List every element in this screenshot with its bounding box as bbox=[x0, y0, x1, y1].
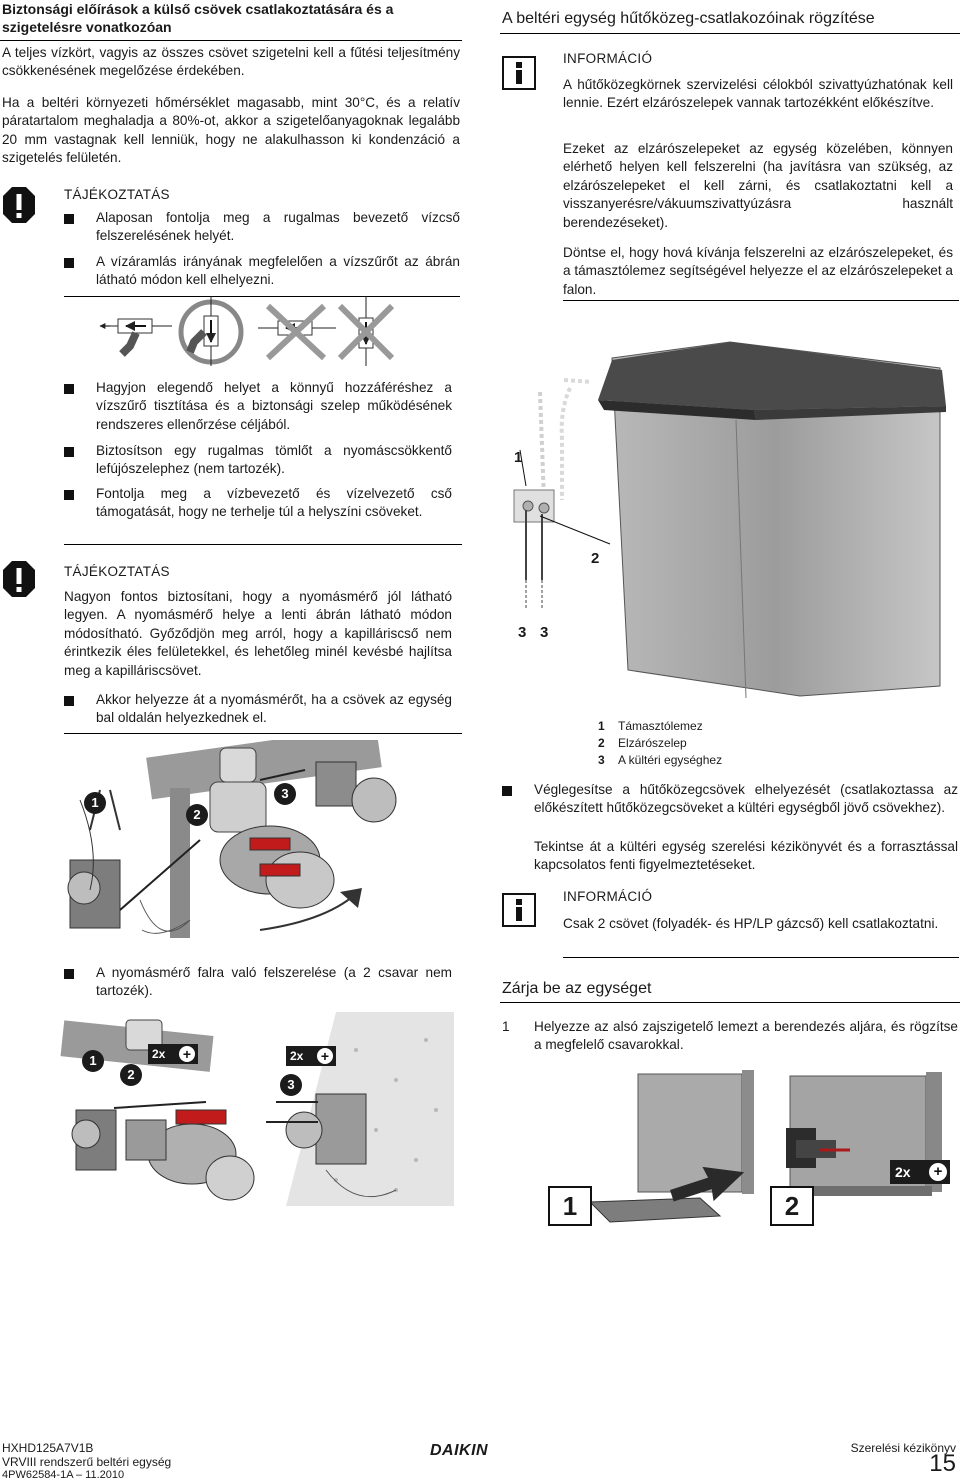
brand-logo: DAIKIN bbox=[430, 1442, 489, 1459]
step-badge: 2 bbox=[770, 1186, 814, 1226]
section-heading-safety: Biztonsági előírások a külső csövek csat… bbox=[2, 1, 394, 36]
step-callout: 2 bbox=[120, 1064, 142, 1086]
step-number: 1 bbox=[502, 1019, 510, 1034]
unit-callout: 1 bbox=[514, 449, 523, 466]
legend-label: A kültéri egységhez bbox=[618, 753, 723, 767]
quantity-badge: 2x + bbox=[286, 1046, 336, 1066]
legend-item: 1 Támasztólemez bbox=[598, 718, 703, 734]
bullet-marker bbox=[64, 447, 74, 457]
bullet-rule bbox=[64, 544, 462, 545]
bullet-text: A nyomásmérő falra való felszerelése (a … bbox=[96, 965, 452, 999]
quantity-badge: 2x + bbox=[890, 1160, 950, 1184]
bullet-marker bbox=[64, 696, 74, 706]
notice-title: TÁJÉKOZTATÁS bbox=[64, 187, 170, 202]
info-rule bbox=[563, 957, 959, 958]
section-heading-close-unit: Zárja be az egységet bbox=[502, 980, 652, 997]
info-icon bbox=[502, 893, 536, 927]
quantity-badge: 2x + bbox=[148, 1044, 198, 1064]
heading-rule bbox=[0, 40, 462, 41]
unit-callout: 3 bbox=[540, 624, 549, 641]
bullet-marker bbox=[64, 214, 74, 224]
footer-doc-number: 4PW62584-1A – 11.2010 bbox=[2, 1469, 125, 1480]
section-heading-refrigerant: A beltéri egység hűtőközeg-csatlakozóina… bbox=[502, 10, 875, 27]
filter-orientation-figure bbox=[99, 296, 395, 366]
gauge-relocation-figure bbox=[67, 740, 397, 938]
gauge-wall-mount-figure bbox=[60, 1012, 454, 1206]
indoor-unit-figure bbox=[513, 341, 946, 699]
info-text: Csak 2 csövet (folyadék- és HP/LP gázcső… bbox=[563, 916, 939, 931]
bullet-marker bbox=[64, 258, 74, 268]
step-callout: 2 bbox=[186, 804, 208, 826]
info-title: INFORMÁCIÓ bbox=[563, 889, 653, 904]
legend-label: Támasztólemez bbox=[618, 719, 703, 733]
bullet-text-continued: Tekintse át a kültéri egység szerelési k… bbox=[534, 839, 958, 873]
heading-rule bbox=[500, 33, 960, 34]
footer-product: VRVIII rendszerű beltéri egység bbox=[2, 1455, 172, 1469]
plus-icon: + bbox=[179, 1046, 195, 1062]
bullet-marker bbox=[64, 384, 74, 394]
step-callout: 3 bbox=[280, 1074, 302, 1096]
notice-rule bbox=[64, 733, 462, 734]
step-badge: 1 bbox=[548, 1186, 592, 1226]
unit-callout: 3 bbox=[518, 624, 527, 641]
notice-rule bbox=[64, 296, 460, 297]
legend-number: 2 bbox=[598, 736, 605, 750]
heading-rule bbox=[500, 1002, 960, 1003]
quantity-label: 2x bbox=[290, 1049, 304, 1063]
notice-item: A vízáramlás irányának megfelelően a víz… bbox=[96, 254, 460, 288]
notice-item: Alaposan fontolja meg a rugalmas bevezet… bbox=[96, 210, 460, 244]
bullet-text: Véglegesítse a hűtőközegcsövek elhelyezé… bbox=[534, 782, 958, 816]
bullet-marker bbox=[502, 786, 512, 796]
notice-bullet: Akkor helyezze át a nyomásmérőt, ha a cs… bbox=[96, 692, 452, 726]
info-title: INFORMÁCIÓ bbox=[563, 51, 653, 66]
quantity-label: 2x bbox=[152, 1047, 166, 1061]
info-rule bbox=[563, 300, 959, 301]
page-number: 15 bbox=[929, 1450, 956, 1477]
info-paragraph: A hűtőközegkörnek szervizelési célokból … bbox=[563, 77, 953, 111]
warning-icon bbox=[3, 561, 35, 597]
info-paragraph: Ezeket az elzárószelepeket az egység köz… bbox=[563, 141, 953, 230]
paragraph-insulation: A teljes vízkört, vagyis az összes csöve… bbox=[2, 45, 460, 79]
warning-icon bbox=[3, 187, 35, 223]
legend-label: Elzárószelep bbox=[618, 736, 687, 750]
info-icon bbox=[502, 56, 536, 90]
notice-text: Nagyon fontos biztosítani, hogy a nyomás… bbox=[64, 589, 452, 678]
step-text: Helyezze az alsó zajszigetelő lemezt a b… bbox=[534, 1019, 958, 1053]
plus-icon: + bbox=[929, 1163, 947, 1181]
bullet-text: Fontolja meg a vízbevezető és vízelvezet… bbox=[96, 486, 452, 520]
step-callout: 1 bbox=[84, 792, 106, 814]
bullet-text: Biztosítson egy rugalmas tömlőt a nyomás… bbox=[96, 443, 452, 477]
quantity-label: 2x bbox=[895, 1164, 911, 1180]
footer-model: HXHD125A7V1B bbox=[2, 1441, 94, 1455]
step-callout: 3 bbox=[274, 783, 296, 805]
notice-title: TÁJÉKOZTATÁS bbox=[64, 564, 170, 579]
info-paragraph: Döntse el, hogy hová kívánja felszerelni… bbox=[563, 245, 953, 297]
paragraph-humidity: Ha a beltéri környezeti hőmérséklet maga… bbox=[2, 95, 460, 166]
plus-icon: + bbox=[317, 1048, 333, 1064]
unit-callout: 2 bbox=[591, 550, 600, 567]
bullet-text: Hagyjon elegendő helyet a könnyű hozzáfé… bbox=[96, 380, 452, 432]
legend-item: 3 A kültéri egységhez bbox=[598, 752, 722, 768]
footer-manual: Szerelési kézikönyv bbox=[850, 1441, 956, 1455]
bullet-marker bbox=[64, 969, 74, 979]
legend-number: 1 bbox=[598, 719, 605, 733]
legend-number: 3 bbox=[598, 753, 605, 767]
bullet-marker bbox=[64, 490, 74, 500]
legend-item: 2 Elzárószelep bbox=[598, 735, 687, 751]
step-callout: 1 bbox=[82, 1050, 104, 1072]
